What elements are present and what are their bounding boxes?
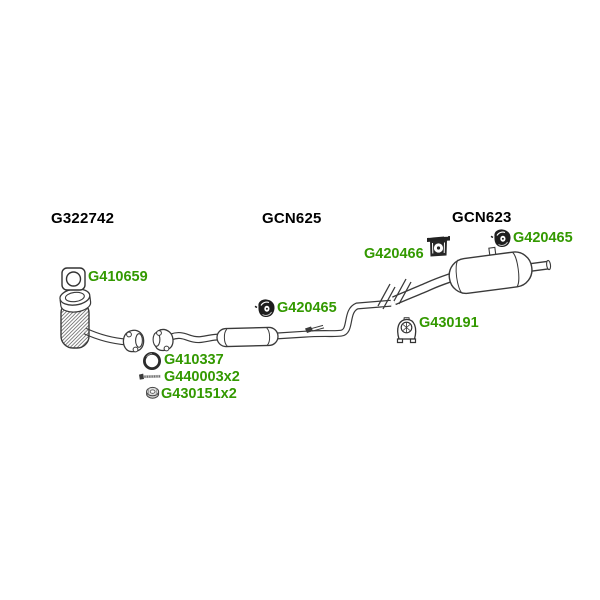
assembly-code-rear-exhaust[interactable]: GCN623 (452, 209, 512, 226)
nut-icon (146, 386, 160, 399)
part-code-nut[interactable]: G430151x2 (161, 386, 237, 402)
rubber-mount-icon (254, 298, 276, 318)
pipe-break-marks (377, 278, 412, 310)
assembly-code-front-exhaust[interactable]: G322742 (51, 210, 115, 227)
part-code-exhaust-mount[interactable]: G430191 (419, 315, 479, 331)
part-code-bolt[interactable]: G440003x2 (164, 369, 240, 385)
front-flange-joint-drawing (122, 328, 174, 353)
bolt-icon (139, 373, 161, 380)
part-code-rubber-mount-rear[interactable]: G420465 (513, 230, 573, 246)
catalytic-converter-drawing (59, 288, 92, 349)
pipe-hanger-tab-drawing (305, 324, 325, 333)
assembly-code-center-exhaust[interactable]: GCN625 (262, 210, 322, 227)
part-code-rubber-mount-center[interactable]: G420465 (277, 300, 337, 316)
center-resonator-drawing (216, 326, 279, 348)
rear-muffler-drawing (448, 246, 552, 295)
exhaust-mount-icon (396, 317, 417, 344)
flange-gasket-icon (61, 267, 86, 291)
rubber-mount-icon (490, 228, 512, 248)
part-code-ring-gasket[interactable]: G410337 (164, 352, 224, 368)
part-code-hanger-bracket[interactable]: G420466 (364, 246, 424, 262)
hanger-bracket-icon (427, 235, 450, 257)
part-code-flange-gasket[interactable]: G410659 (88, 269, 148, 285)
ring-gasket-icon (142, 351, 161, 370)
